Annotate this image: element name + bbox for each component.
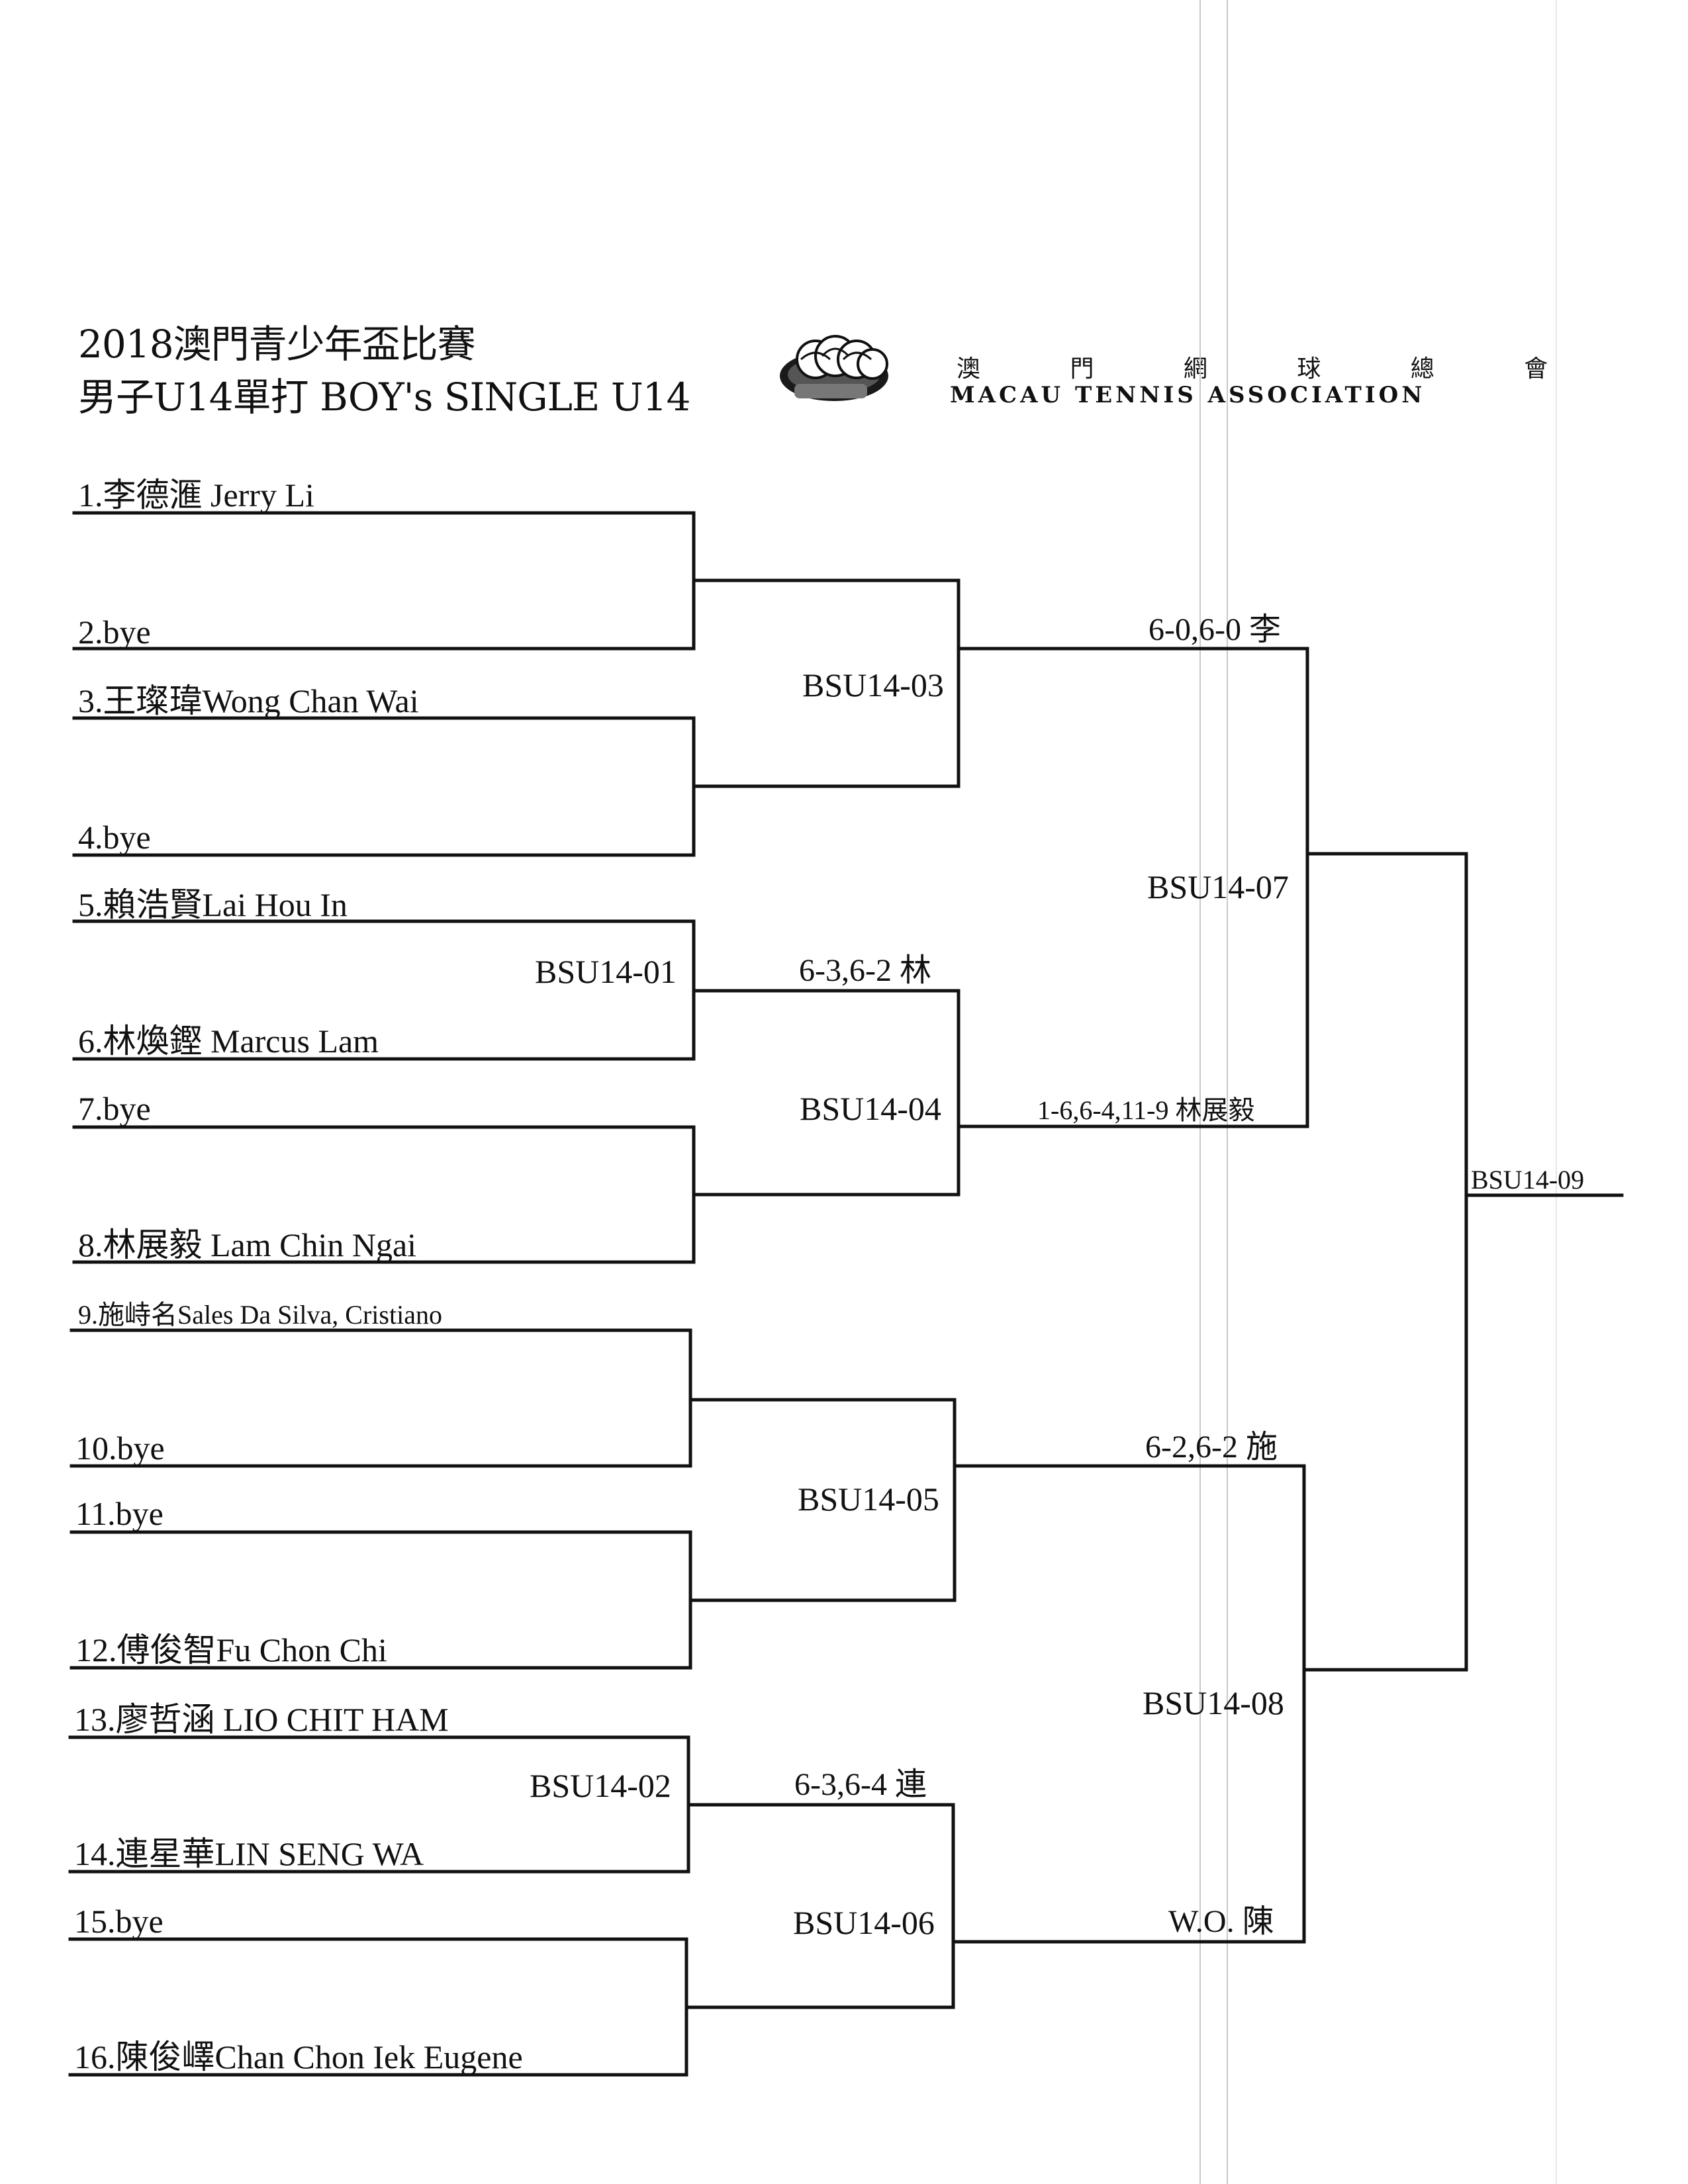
match-label-bsu14-05: BSU14-05 xyxy=(798,1480,939,1518)
bracket-pair-3-4 xyxy=(72,716,961,857)
bracket-pair-7-8 xyxy=(72,1125,961,1264)
bracket-pair-13-14 xyxy=(68,1735,955,1874)
player-entry: 2.bye xyxy=(78,614,151,651)
player-entry: 15.bye xyxy=(74,1903,164,1940)
bracket-pair-9-10 xyxy=(70,1328,957,1468)
bracket-r2-top-a xyxy=(957,578,1309,788)
player-entry: 11.bye xyxy=(75,1495,164,1532)
bracket-pair-15-16 xyxy=(68,1937,955,2077)
match-label-bsu14-08: BSU14-08 xyxy=(1143,1684,1284,1721)
match-score: 1-6,6-4,11-9 林展毅 xyxy=(1037,1095,1255,1125)
bracket-final xyxy=(1464,852,1624,1672)
scan-artifact-line xyxy=(1227,0,1228,2184)
match-label-bsu14-01: BSU14-01 xyxy=(535,953,677,990)
tournament-title: 2018澳門青少年盃比賽 xyxy=(78,322,476,367)
match-label-bsu14-02: BSU14-02 xyxy=(530,1767,671,1804)
player-entry: 14.連星華LIN SENG WA xyxy=(74,1835,424,1872)
association-english-name: MACAU TENNIS ASSOCIATION xyxy=(950,382,1426,408)
association-chinese-name: 澳 門 網 球 總 會 xyxy=(957,355,1589,383)
match-label-bsu14-07: BSU14-07 xyxy=(1147,868,1289,905)
match-score: W.O. 陳 xyxy=(1168,1904,1274,1939)
player-entry: 5.賴浩賢Lai Hou In xyxy=(78,886,348,923)
player-entry: 1.李德滙 Jerry Li xyxy=(78,477,314,514)
player-entry: 4.bye xyxy=(78,819,151,856)
match-score: 6-3,6-2 林 xyxy=(799,953,931,988)
match-label-bsu14-09: BSU14-09 xyxy=(1471,1165,1585,1195)
match-score: 6-2,6-2 施 xyxy=(1145,1430,1278,1465)
player-entry: 3.王璨瑋Wong Chan Wai xyxy=(78,682,419,719)
match-label-bsu14-06: BSU14-06 xyxy=(793,1904,935,1941)
association-logo xyxy=(780,335,888,401)
bracket-pair-5-6 xyxy=(72,919,961,1061)
player-entry: 7.bye xyxy=(78,1090,151,1127)
match-label-bsu14-04: BSU14-04 xyxy=(800,1090,941,1127)
player-entry: 13.廖哲涵 LIO CHIT HAM xyxy=(74,1701,449,1738)
bracket-semi-bot xyxy=(1302,1464,1468,1944)
bracket-pair-11-12 xyxy=(70,1530,957,1670)
player-entry: 12.傅俊智Fu Chon Chi xyxy=(75,1631,387,1668)
scan-artifact-line xyxy=(1556,0,1557,2184)
player-entry: 9.施峙名Sales Da Silva, Cristiano xyxy=(78,1300,442,1330)
event-subtitle: 男子U14單打 BOY's SINGLE U14 xyxy=(78,375,691,420)
bracket-semi-top xyxy=(1305,647,1468,1128)
scan-artifact-line xyxy=(1199,0,1201,2184)
bracket-r2-bot-a xyxy=(953,1398,1306,1602)
match-label-bsu14-03: BSU14-03 xyxy=(802,666,944,704)
player-entry: 10.bye xyxy=(75,1430,165,1467)
bracket-r2-top-b xyxy=(957,989,1309,1197)
player-entry: 16.陳俊嶧Chan Chon Iek Eugene xyxy=(74,2038,523,2075)
bracket-pair-1-2 xyxy=(72,511,961,651)
player-entry: 8.林展毅 Lam Chin Ngai xyxy=(78,1226,417,1263)
match-score: 6-3,6-4 連 xyxy=(794,1767,927,1802)
match-score: 6-0,6-0 李 xyxy=(1149,612,1281,647)
bracket-r2-bot-b xyxy=(951,1803,1306,2009)
player-entry: 6.林煥鏗 Marcus Lam xyxy=(78,1023,379,1060)
